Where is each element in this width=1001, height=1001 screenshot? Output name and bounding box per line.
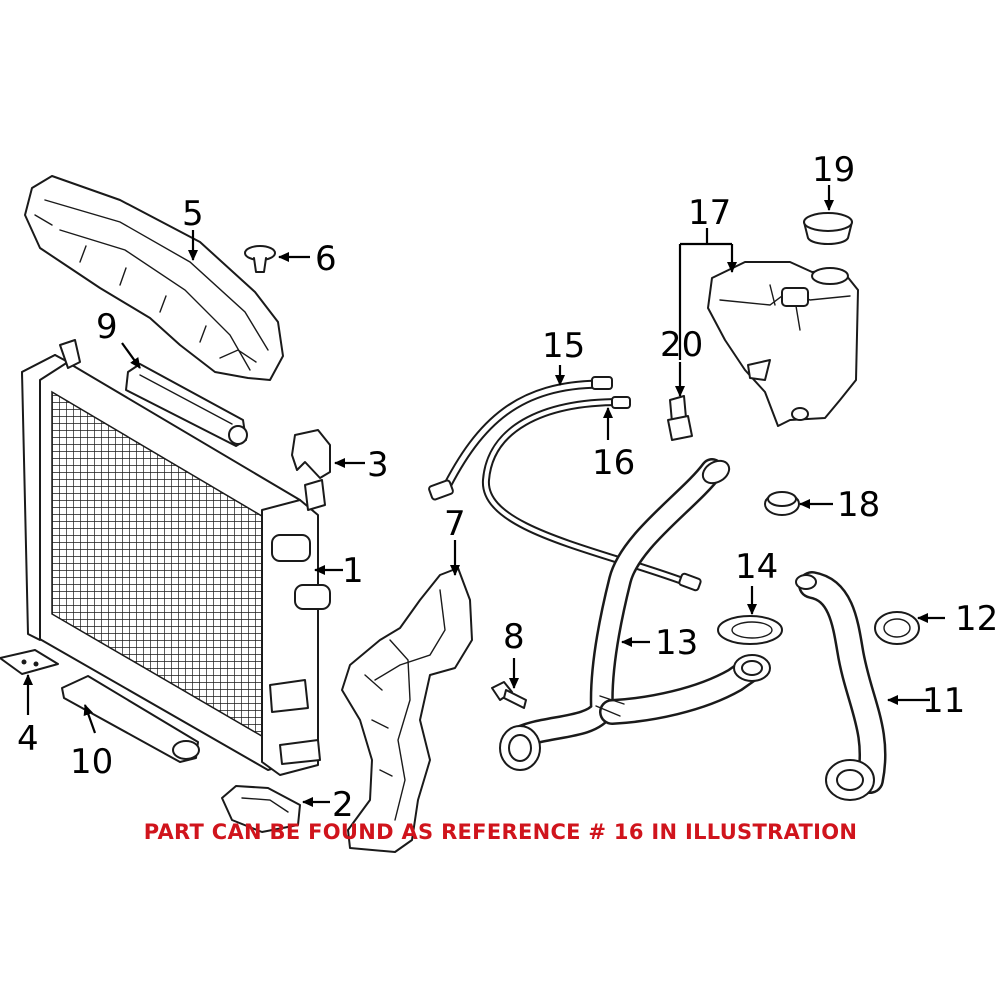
callout-17: 17	[688, 193, 731, 233]
callout-10: 10	[70, 742, 113, 782]
callout-18: 18	[837, 485, 880, 525]
callout-2: 2	[332, 785, 354, 825]
leader-9	[121, 342, 141, 369]
bolt-part	[491, 681, 527, 709]
bleed-line-part	[428, 376, 613, 501]
leader-10	[83, 704, 97, 734]
leader-17-bracket	[678, 228, 732, 360]
reference-note: PART CAN BE FOUND AS REFERENCE # 16 IN I…	[143, 820, 858, 844]
callout-11: 11	[922, 681, 965, 721]
callout-20: 20	[660, 325, 703, 365]
push-clip-part	[244, 245, 276, 273]
expansion-tank-part	[707, 261, 859, 427]
callout-13: 13	[655, 623, 698, 663]
air-guide-part	[341, 567, 473, 853]
callout-14: 14	[735, 547, 778, 587]
callout-16: 16	[592, 443, 635, 483]
coolant-vent-line-part	[481, 396, 702, 592]
callout-6: 6	[315, 239, 337, 279]
spring-clamp-part	[874, 611, 920, 645]
callout-12: 12	[955, 599, 998, 639]
callout-1: 1	[342, 551, 364, 591]
lower-hose-part	[795, 571, 887, 801]
reservoir-cap-part	[803, 212, 853, 245]
radiator-hose-part	[499, 458, 771, 771]
leader-lines	[23, 185, 945, 807]
callout-5: 5	[182, 194, 204, 234]
callout-3: 3	[367, 445, 389, 485]
bracket-clip-part	[291, 429, 331, 479]
callout-15: 15	[542, 326, 585, 366]
air-duct-part	[24, 175, 284, 381]
lower-seal-part	[61, 675, 200, 763]
level-sensor-part	[667, 395, 693, 441]
callout-19: 19	[812, 150, 855, 190]
callout-8: 8	[503, 617, 525, 657]
lower-bracket-part	[221, 785, 301, 833]
mount-pad-part	[0, 649, 59, 675]
callout-4: 4	[17, 719, 39, 759]
callout-labels: 1 2 3 4 5 6 7 8 9 10 11 12 13 14 15 16 1…	[17, 150, 998, 825]
hose-clamp-part	[717, 615, 783, 645]
callout-9: 9	[96, 307, 118, 347]
callout-7: 7	[444, 504, 466, 544]
radiator-part	[21, 339, 331, 776]
grommet-part	[764, 491, 800, 516]
